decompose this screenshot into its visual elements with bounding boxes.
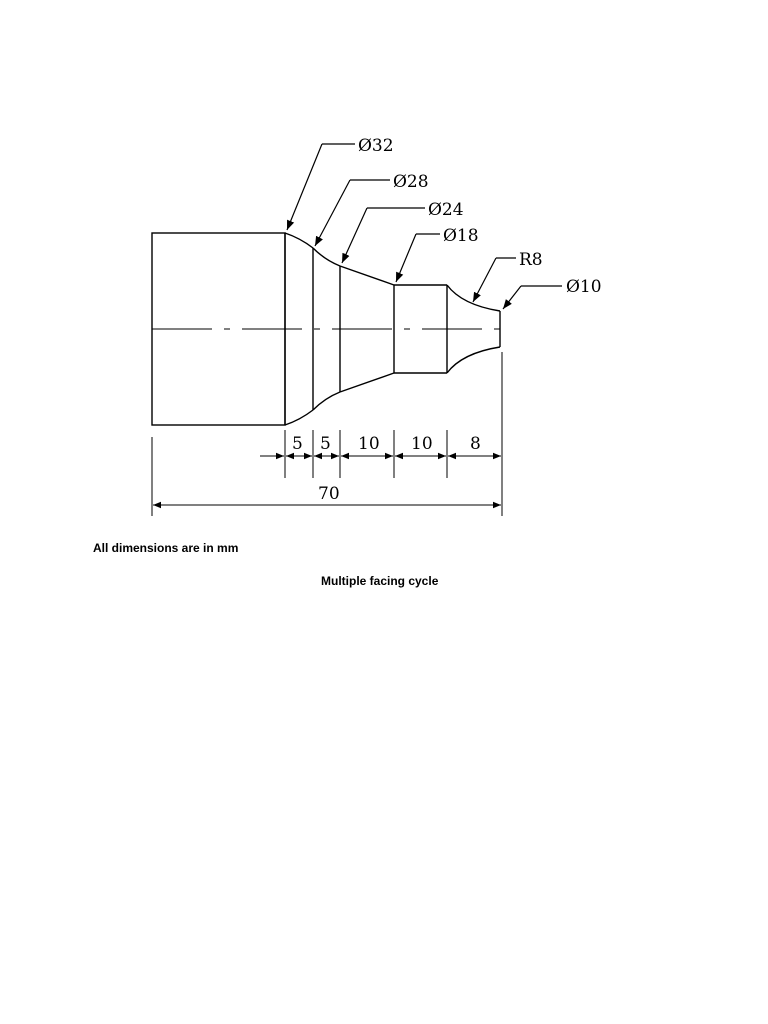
dim-seg-1: 5 — [292, 434, 303, 454]
curve-d28-d24-bottom — [312, 391, 341, 411]
callout-d32: Ø32 — [358, 136, 394, 156]
dim-seg-5: 8 — [470, 434, 481, 454]
figure-caption: Multiple facing cycle — [321, 574, 439, 588]
units-note: All dimensions are in mm — [93, 541, 239, 555]
taper-bottom — [339, 372, 395, 393]
dim-overall: 70 — [318, 484, 340, 504]
leader-d24-diag — [341, 207, 368, 264]
leader-r8-diag — [472, 257, 497, 303]
r8-top — [446, 284, 501, 312]
callout-d24: Ø24 — [428, 200, 464, 220]
fillet-d32-d28-bottom — [284, 409, 314, 426]
leader-d10-diag — [502, 285, 522, 310]
turned-part-drawing: Ø32 Ø28 Ø24 Ø18 R8 Ø10 5 5 10 10 8 70 — [151, 136, 602, 516]
r8-bottom — [446, 346, 501, 374]
leader-d18-diag — [395, 233, 417, 283]
dim-seg-2: 5 — [320, 434, 331, 454]
leader-lines — [286, 143, 562, 310]
callout-d18: Ø18 — [443, 226, 479, 246]
dim-seg-4: 10 — [411, 434, 433, 454]
callout-r8: R8 — [519, 250, 543, 270]
callout-d10: Ø10 — [566, 277, 602, 297]
curve-d28-d24 — [312, 247, 341, 267]
callout-d28: Ø28 — [393, 172, 429, 192]
fillet-d32-d28 — [284, 232, 314, 249]
leader-d28-diag — [314, 179, 351, 247]
leader-d32-diag — [286, 143, 323, 231]
taper-top — [339, 265, 395, 286]
extension-lines — [151, 352, 503, 516]
dim-seg-3: 10 — [358, 434, 380, 454]
